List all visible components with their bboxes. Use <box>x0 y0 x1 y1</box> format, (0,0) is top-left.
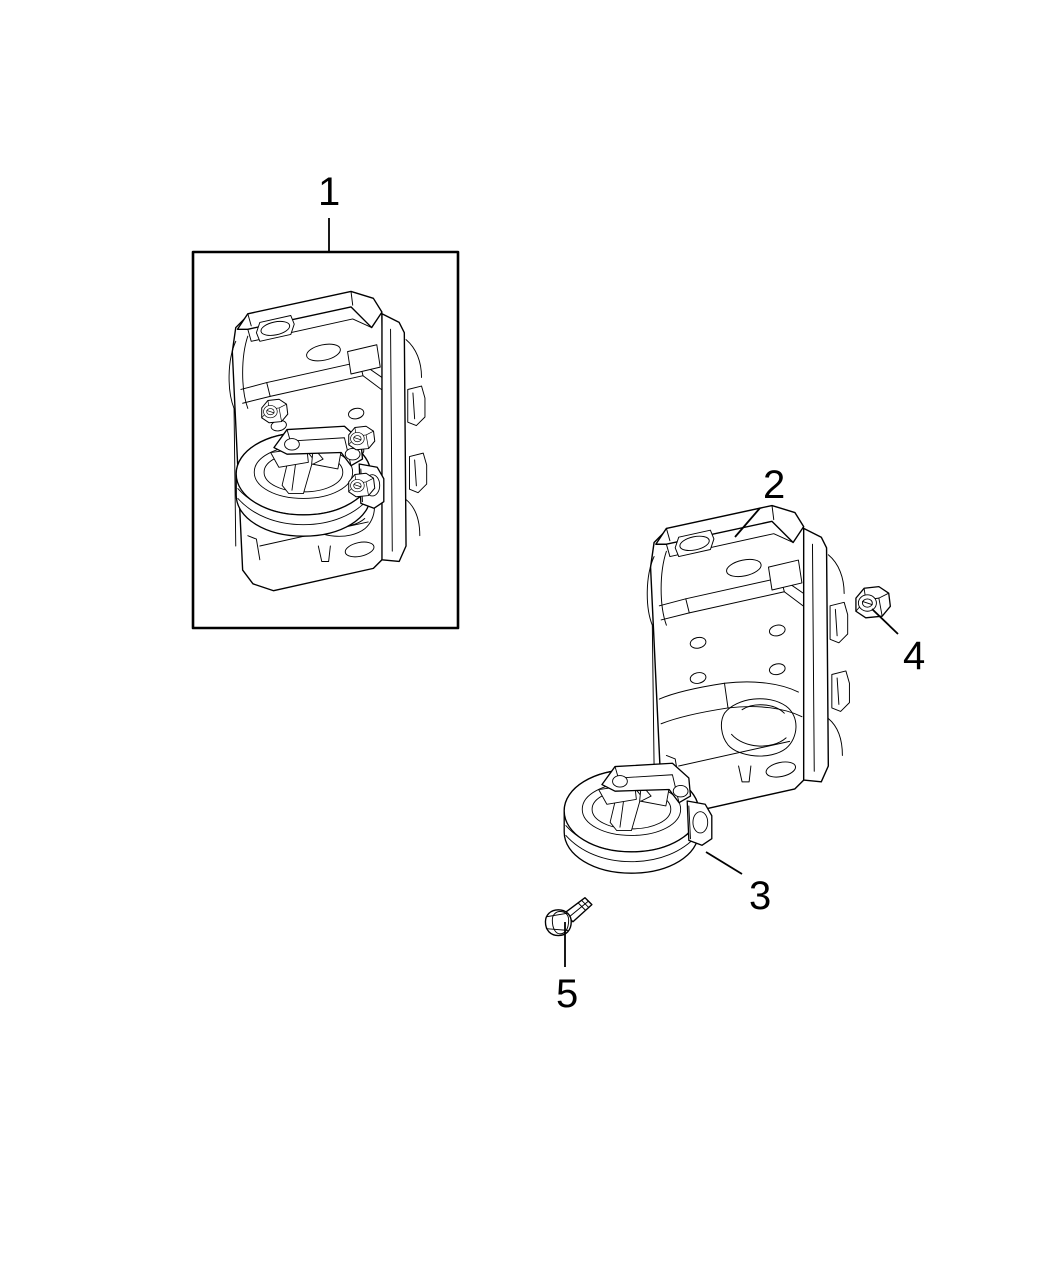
callout-label-5: 5 <box>556 972 579 1016</box>
callout-label-1: 1 <box>318 170 341 214</box>
leader-line-4 <box>871 608 899 635</box>
part-4-nut <box>855 585 892 619</box>
part-5-bolt <box>544 897 593 937</box>
leader-lines <box>328 218 899 967</box>
part-2-mounting-bracket <box>646 504 851 813</box>
callout-label-2: 2 <box>763 463 786 507</box>
callout-label-4: 4 <box>903 634 926 678</box>
leader-line-3 <box>705 851 743 875</box>
part-1-kit-box <box>191 250 460 630</box>
callout-label-3: 3 <box>749 874 772 918</box>
leader-line-2 <box>734 507 761 538</box>
part-1-tow-hook-assembly <box>228 290 428 592</box>
